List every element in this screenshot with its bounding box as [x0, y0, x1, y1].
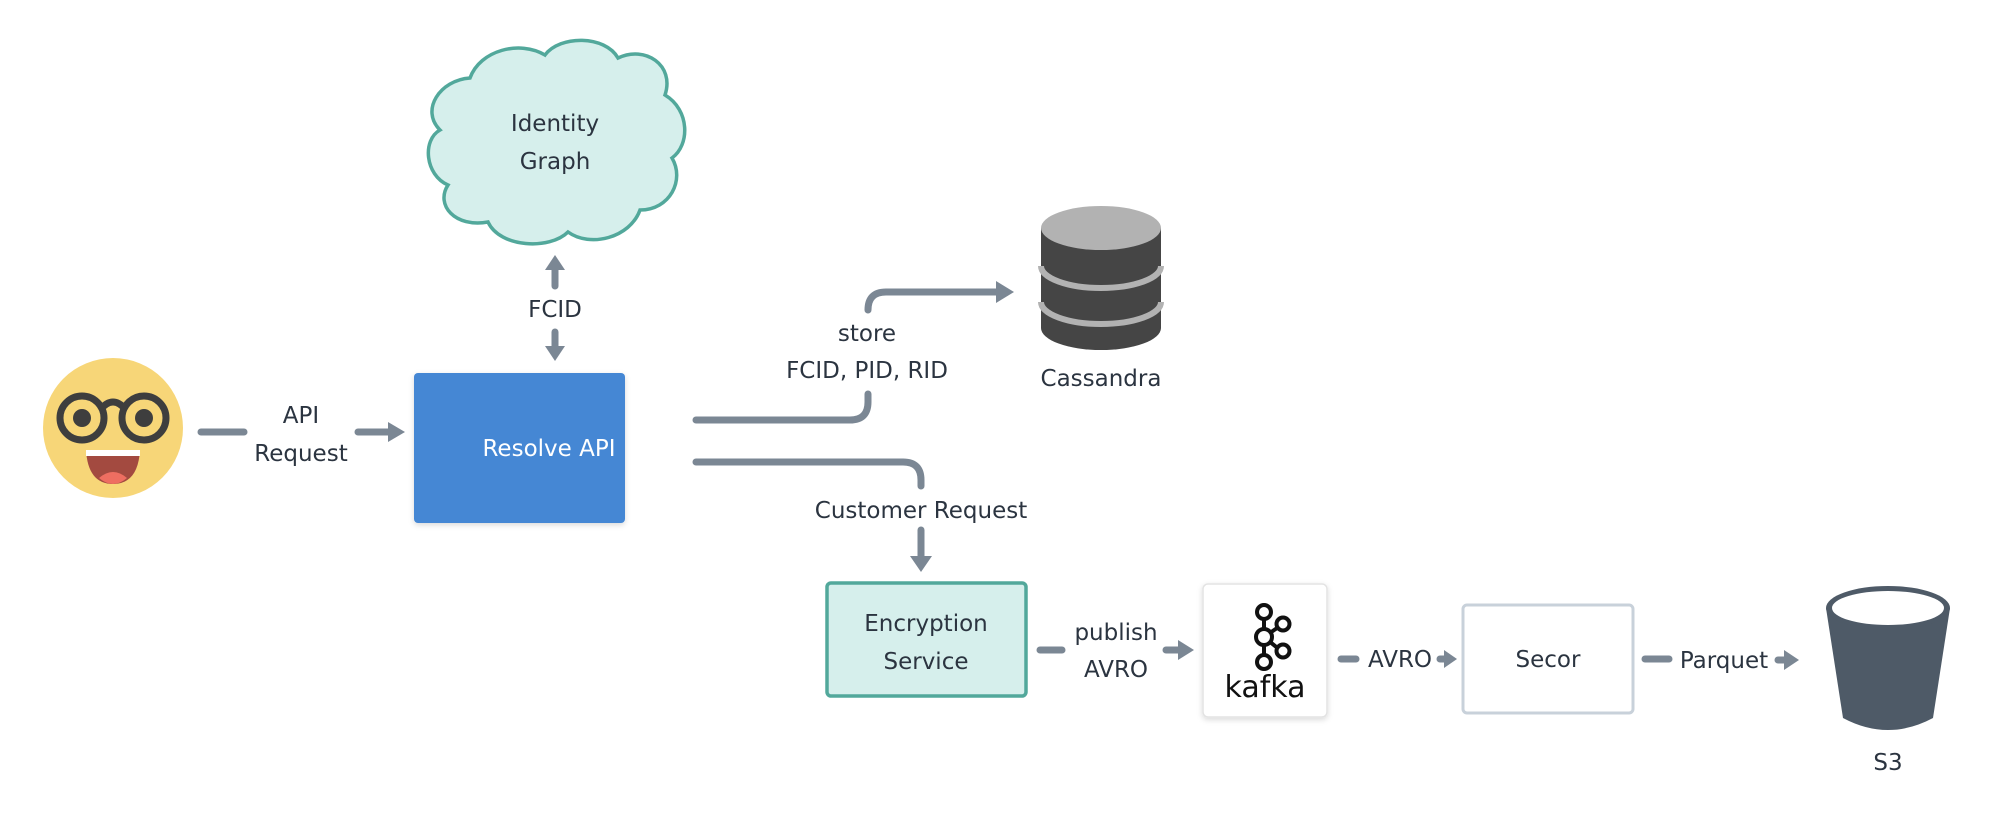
edge-api-request: API Request [197, 403, 405, 467]
edge-label-publish: publish [1074, 620, 1157, 646]
cloud-shape [426, 38, 687, 246]
edge-avro: AVRO [1337, 647, 1457, 673]
kafka-label: kafka [1224, 670, 1305, 705]
edge-label-avro: AVRO [1368, 647, 1432, 673]
edge-label-store-fields: FCID, PID, RID [786, 358, 948, 384]
encryption-service-label-line2: Service [883, 649, 968, 675]
identity-graph-label-line2: Graph [520, 149, 591, 175]
resolve-api-label: Resolve API [482, 436, 615, 462]
edge-publish-avro: publish AVRO [1036, 620, 1194, 683]
cassandra-label: Cassandra [1041, 366, 1162, 392]
encryption-service-label-line1: Encryption [864, 611, 987, 637]
database-cylinder-icon [1038, 206, 1164, 350]
edge-parquet: Parquet [1641, 648, 1799, 674]
edge-label-customer-request: Customer Request [815, 498, 1027, 524]
s3-label: S3 [1873, 750, 1902, 776]
user-avatar-icon [43, 358, 183, 498]
edge-label-parquet: Parquet [1680, 648, 1768, 674]
identity-graph-label-line1: Identity [511, 111, 599, 137]
edge-store: store FCID, PID, RID [692, 281, 1014, 424]
kafka-logo-icon [1254, 603, 1292, 671]
identity-graph-node[interactable]: Identity Graph [426, 38, 687, 246]
secor-node[interactable]: Secor [1461, 603, 1635, 715]
s3-bucket-icon [1826, 586, 1950, 730]
secor-label: Secor [1516, 647, 1581, 673]
kafka-node[interactable]: kafka [1202, 583, 1328, 718]
edge-label-store: store [838, 321, 896, 347]
cassandra-node[interactable]: Cassandra [1038, 206, 1164, 392]
edge-label-publish-avro: AVRO [1084, 657, 1148, 683]
edge-label-fcid: FCID [528, 297, 582, 323]
encryption-service-node[interactable]: Encryption Service [825, 581, 1028, 698]
edge-customer-request: Customer Request [692, 458, 1027, 572]
edge-fcid: FCID [528, 255, 582, 361]
edge-label-api: API [283, 403, 319, 429]
s3-node[interactable]: S3 [1826, 586, 1950, 776]
resolve-api-node[interactable]: Resolve API [414, 373, 625, 523]
edge-label-request: Request [254, 441, 347, 467]
